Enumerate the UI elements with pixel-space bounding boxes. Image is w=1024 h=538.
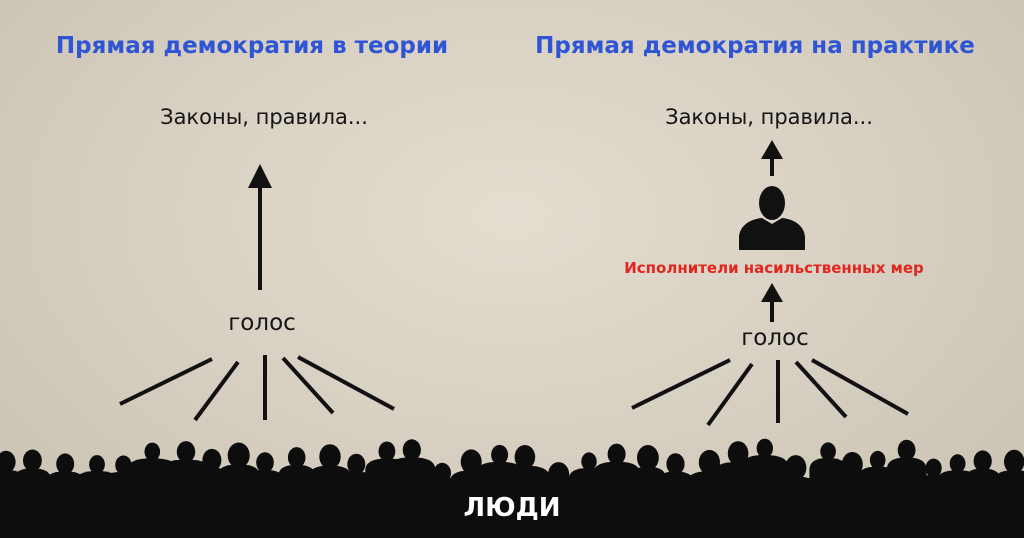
person-silhouette-icon	[739, 186, 805, 250]
people-label: ЛЮДИ	[463, 493, 561, 523]
right-title: Прямая демократия на практике	[535, 33, 975, 59]
right-top-arrow-head	[761, 140, 783, 159]
right-vote-lines	[631, 358, 909, 427]
left-laws-label: Законы, правила...	[160, 105, 368, 129]
left-vote-label: голос	[228, 310, 296, 336]
crowd-silhouette	[0, 438, 1024, 538]
right-laws-label: Законы, правила...	[665, 105, 873, 129]
right-mid-arrow-head	[761, 283, 783, 302]
right-vote-label: голос	[741, 325, 809, 351]
left-up-arrow-head	[248, 164, 272, 188]
left-vote-lines	[119, 355, 395, 422]
enforcers-label: Исполнители насильственных мер	[624, 259, 924, 277]
left-title: Прямая демократия в теории	[55, 33, 449, 59]
